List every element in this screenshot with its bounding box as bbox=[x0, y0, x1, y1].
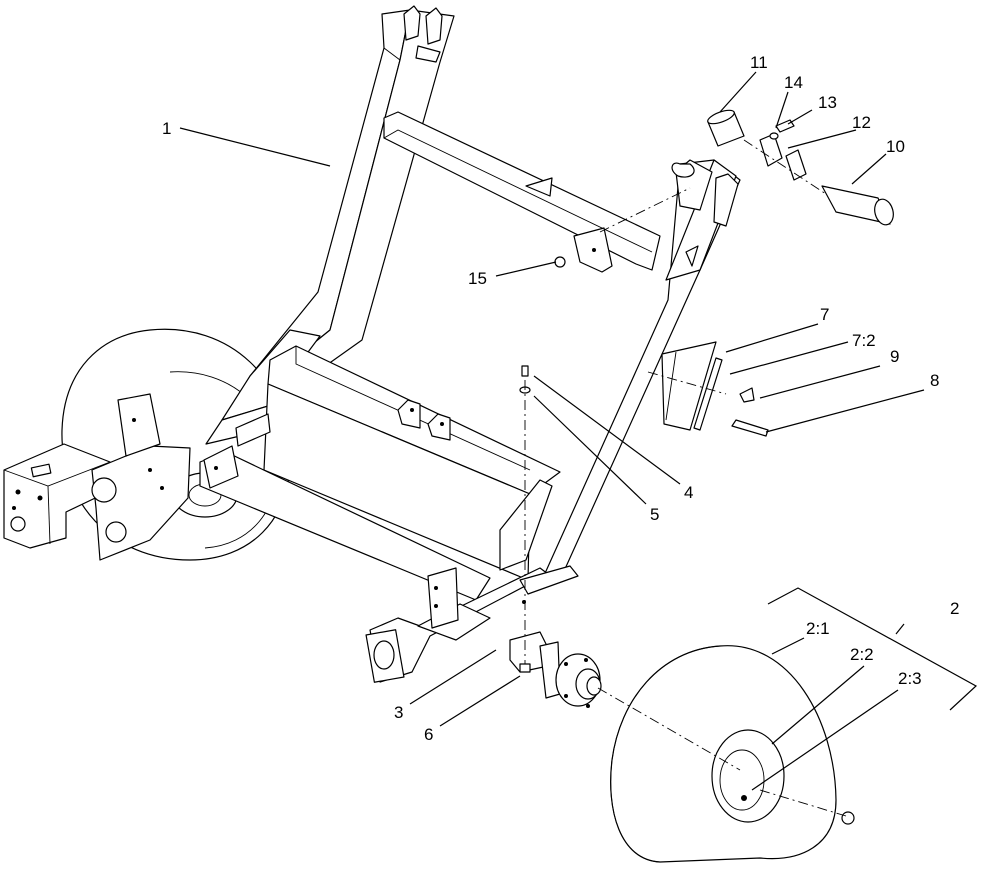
scraper-assembly bbox=[661, 341, 769, 437]
callout-8: 8 bbox=[930, 371, 939, 390]
callout-labels: 1 2 2:1 2:2 2:3 3 4 5 6 7 7:2 8 9 10 11 … bbox=[162, 53, 959, 744]
callout-7: 7 bbox=[820, 305, 829, 324]
callout-10: 10 bbox=[886, 137, 905, 156]
caster-fork-assembly bbox=[509, 631, 602, 708]
callout-5: 5 bbox=[650, 505, 659, 524]
pin-assembly bbox=[554, 109, 894, 273]
callout-6: 6 bbox=[424, 725, 433, 744]
callout-11: 11 bbox=[750, 53, 768, 72]
hitch-bracket bbox=[3, 443, 113, 549]
callout-7-2: 7:2 bbox=[852, 331, 876, 350]
callout-13: 13 bbox=[818, 93, 837, 112]
side-mount-plate bbox=[91, 393, 191, 561]
callout-2-1: 2:1 bbox=[806, 619, 830, 638]
leader-lines bbox=[179, 71, 978, 791]
rear-drive-wheel bbox=[61, 328, 291, 561]
callout-15: 15 bbox=[468, 269, 487, 288]
callout-2-3: 2:3 bbox=[898, 669, 922, 688]
callout-2: 2 bbox=[950, 599, 959, 618]
callout-2-2: 2:2 bbox=[850, 645, 874, 664]
callout-14: 14 bbox=[784, 73, 803, 92]
callout-9: 9 bbox=[890, 347, 899, 366]
assembly-lines bbox=[524, 139, 847, 817]
callout-4: 4 bbox=[684, 483, 693, 502]
callout-12: 12 bbox=[852, 113, 871, 132]
callout-1: 1 bbox=[162, 119, 171, 138]
main-frame bbox=[199, 5, 741, 683]
caster-wheel bbox=[610, 645, 855, 863]
callout-3: 3 bbox=[394, 703, 403, 722]
